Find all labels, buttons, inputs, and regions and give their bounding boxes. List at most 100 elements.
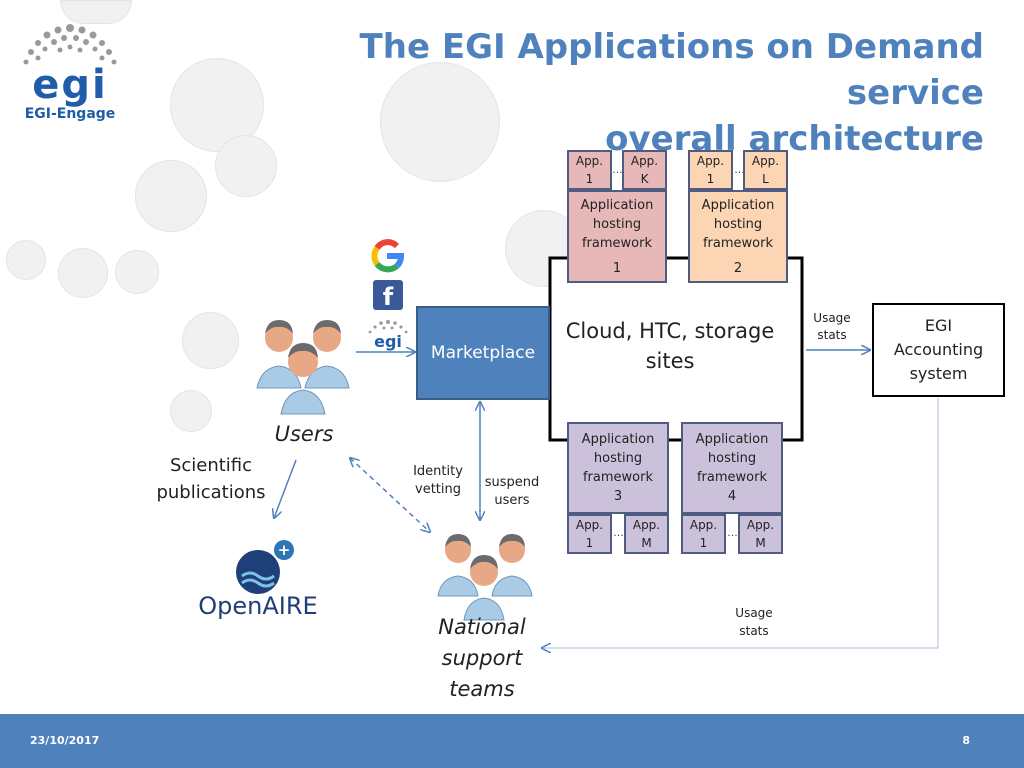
usage-stats-line: Usage [813, 311, 851, 325]
app-box-fw3-first: App. 1 [567, 514, 612, 554]
cloud-sites-label: Cloud, HTC, storage sites [560, 316, 780, 376]
app-label: 1 [585, 172, 594, 186]
egi-logo-dots [23, 24, 117, 65]
suspend-users-line: suspend [484, 475, 540, 490]
usage-stats-bottom-label: Usage stats [726, 604, 782, 640]
egi-icon: egi [364, 318, 412, 352]
background-bubble [215, 135, 277, 197]
marketplace-label: Marketplace [430, 343, 536, 363]
accounting-line: Accounting [893, 340, 984, 359]
app-label: App. [630, 154, 659, 168]
identity-vetting-line: vetting [415, 482, 461, 497]
accounting-line: system [909, 364, 968, 383]
cloud-sites-box [548, 256, 804, 442]
egi-logo-subtitle: EGI-Engage [24, 106, 116, 122]
app-label: App. [575, 518, 604, 532]
app-label: 1 [706, 172, 715, 186]
background-bubble [170, 390, 212, 432]
app-label: 1 [585, 536, 594, 550]
framework-label: Application hosting framework [695, 432, 769, 485]
openaire-plus-icon: + [274, 540, 294, 560]
accounting-to-national-line [542, 398, 939, 648]
framework-number: 2 [733, 260, 743, 276]
openaire-text: OpenAIRE [198, 592, 318, 620]
background-bubble [135, 160, 207, 232]
suspend-users-line: users [494, 493, 530, 508]
egi-accounting-box: EGI Accounting system [872, 303, 1005, 397]
usage-stats-top-label: Usage stats [806, 310, 858, 344]
background-bubble [6, 240, 46, 280]
hosting-framework-1: Application hosting framework 1 [567, 190, 667, 283]
app-label: App. [689, 518, 718, 532]
hosting-framework-3: Application hosting framework 3 [567, 422, 669, 514]
usage-stats-line: stats [817, 328, 847, 342]
app-label: App. [575, 154, 604, 168]
app-label: App. [696, 154, 725, 168]
publications-line: publications [156, 482, 266, 503]
identity-vetting-line: Identity [413, 464, 463, 479]
footer-page-number: 8 [962, 734, 970, 747]
footer-bar: 23/10/2017 8 [0, 714, 1024, 768]
ellipsis: … [613, 527, 624, 539]
app-label: 1 [699, 536, 708, 550]
app-label: K [640, 172, 649, 186]
accounting-line: EGI [924, 316, 953, 335]
app-box-fw4-first: App. 1 [681, 514, 726, 554]
framework-number: 3 [613, 489, 623, 504]
app-label: App. [632, 518, 661, 532]
app-box-fw1-last: App. K [622, 150, 667, 190]
background-bubble [182, 312, 239, 369]
app-label: App. [746, 518, 775, 532]
app-label: M [755, 536, 766, 550]
openaire-circle-icon [236, 550, 280, 594]
egi-logo-text: egi [32, 62, 108, 108]
openaire-logo: + OpenAIRE [196, 538, 320, 624]
background-bubble [58, 248, 108, 298]
suspend-users-label: suspend users [480, 474, 544, 510]
cloud-line-1: Cloud, HTC, storage [565, 319, 775, 343]
egi-icon-text: egi [374, 332, 402, 351]
app-box-fw1-first: App. 1 [567, 150, 612, 190]
title-line-2: overall architecture [605, 119, 984, 159]
title-line-1: The EGI Applications on Demand service [359, 27, 984, 113]
national-support-line: support [441, 646, 523, 670]
framework-label: Application hosting framework [701, 197, 775, 251]
background-bubble [380, 62, 500, 182]
usage-stats-line: stats [739, 624, 769, 638]
framework-number: 1 [612, 260, 622, 276]
app-label: M [641, 536, 652, 550]
facebook-icon: f [373, 280, 403, 310]
users-label: Users [274, 422, 334, 446]
hosting-framework-4: Application hosting framework 4 [681, 422, 783, 514]
users-national-dashed-arrow [350, 458, 430, 532]
usage-stats-line: Usage [735, 606, 773, 620]
footer-date: 23/10/2017 [30, 734, 100, 747]
app-box-fw4-last: App. M [738, 514, 783, 554]
background-bubble [115, 250, 159, 294]
framework-number: 4 [727, 489, 737, 504]
users-to-publications-arrow [274, 459, 297, 518]
ellipsis: … [727, 527, 738, 539]
publications-line: Scientific [169, 455, 253, 476]
app-box-fw2-first: App. 1 [688, 150, 733, 190]
scientific-publications-label: Scientific publications [148, 452, 274, 506]
hosting-framework-2: Application hosting framework 2 [688, 190, 788, 283]
marketplace-box[interactable]: Marketplace [416, 306, 550, 400]
app-box-fw3-last: App. M [624, 514, 669, 554]
national-support-label: National support teams [420, 612, 544, 705]
users-person-icon [255, 316, 365, 416]
national-support-line: National [438, 615, 526, 639]
ellipsis: … [612, 164, 623, 176]
national-support-line: teams [449, 677, 515, 701]
app-label: App. [751, 154, 780, 168]
cloud-line-2: sites [645, 349, 695, 373]
ellipsis: … [734, 164, 745, 176]
framework-label: Application hosting framework [580, 197, 654, 251]
app-box-fw2-last: App.L [743, 150, 788, 190]
framework-label: Application hosting framework [581, 432, 655, 485]
page-title: The EGI Applications on Demand service o… [224, 24, 984, 162]
national-support-person-icon [436, 530, 536, 622]
google-icon [369, 238, 405, 274]
egi-logo: egi EGI-Engage [14, 20, 126, 130]
